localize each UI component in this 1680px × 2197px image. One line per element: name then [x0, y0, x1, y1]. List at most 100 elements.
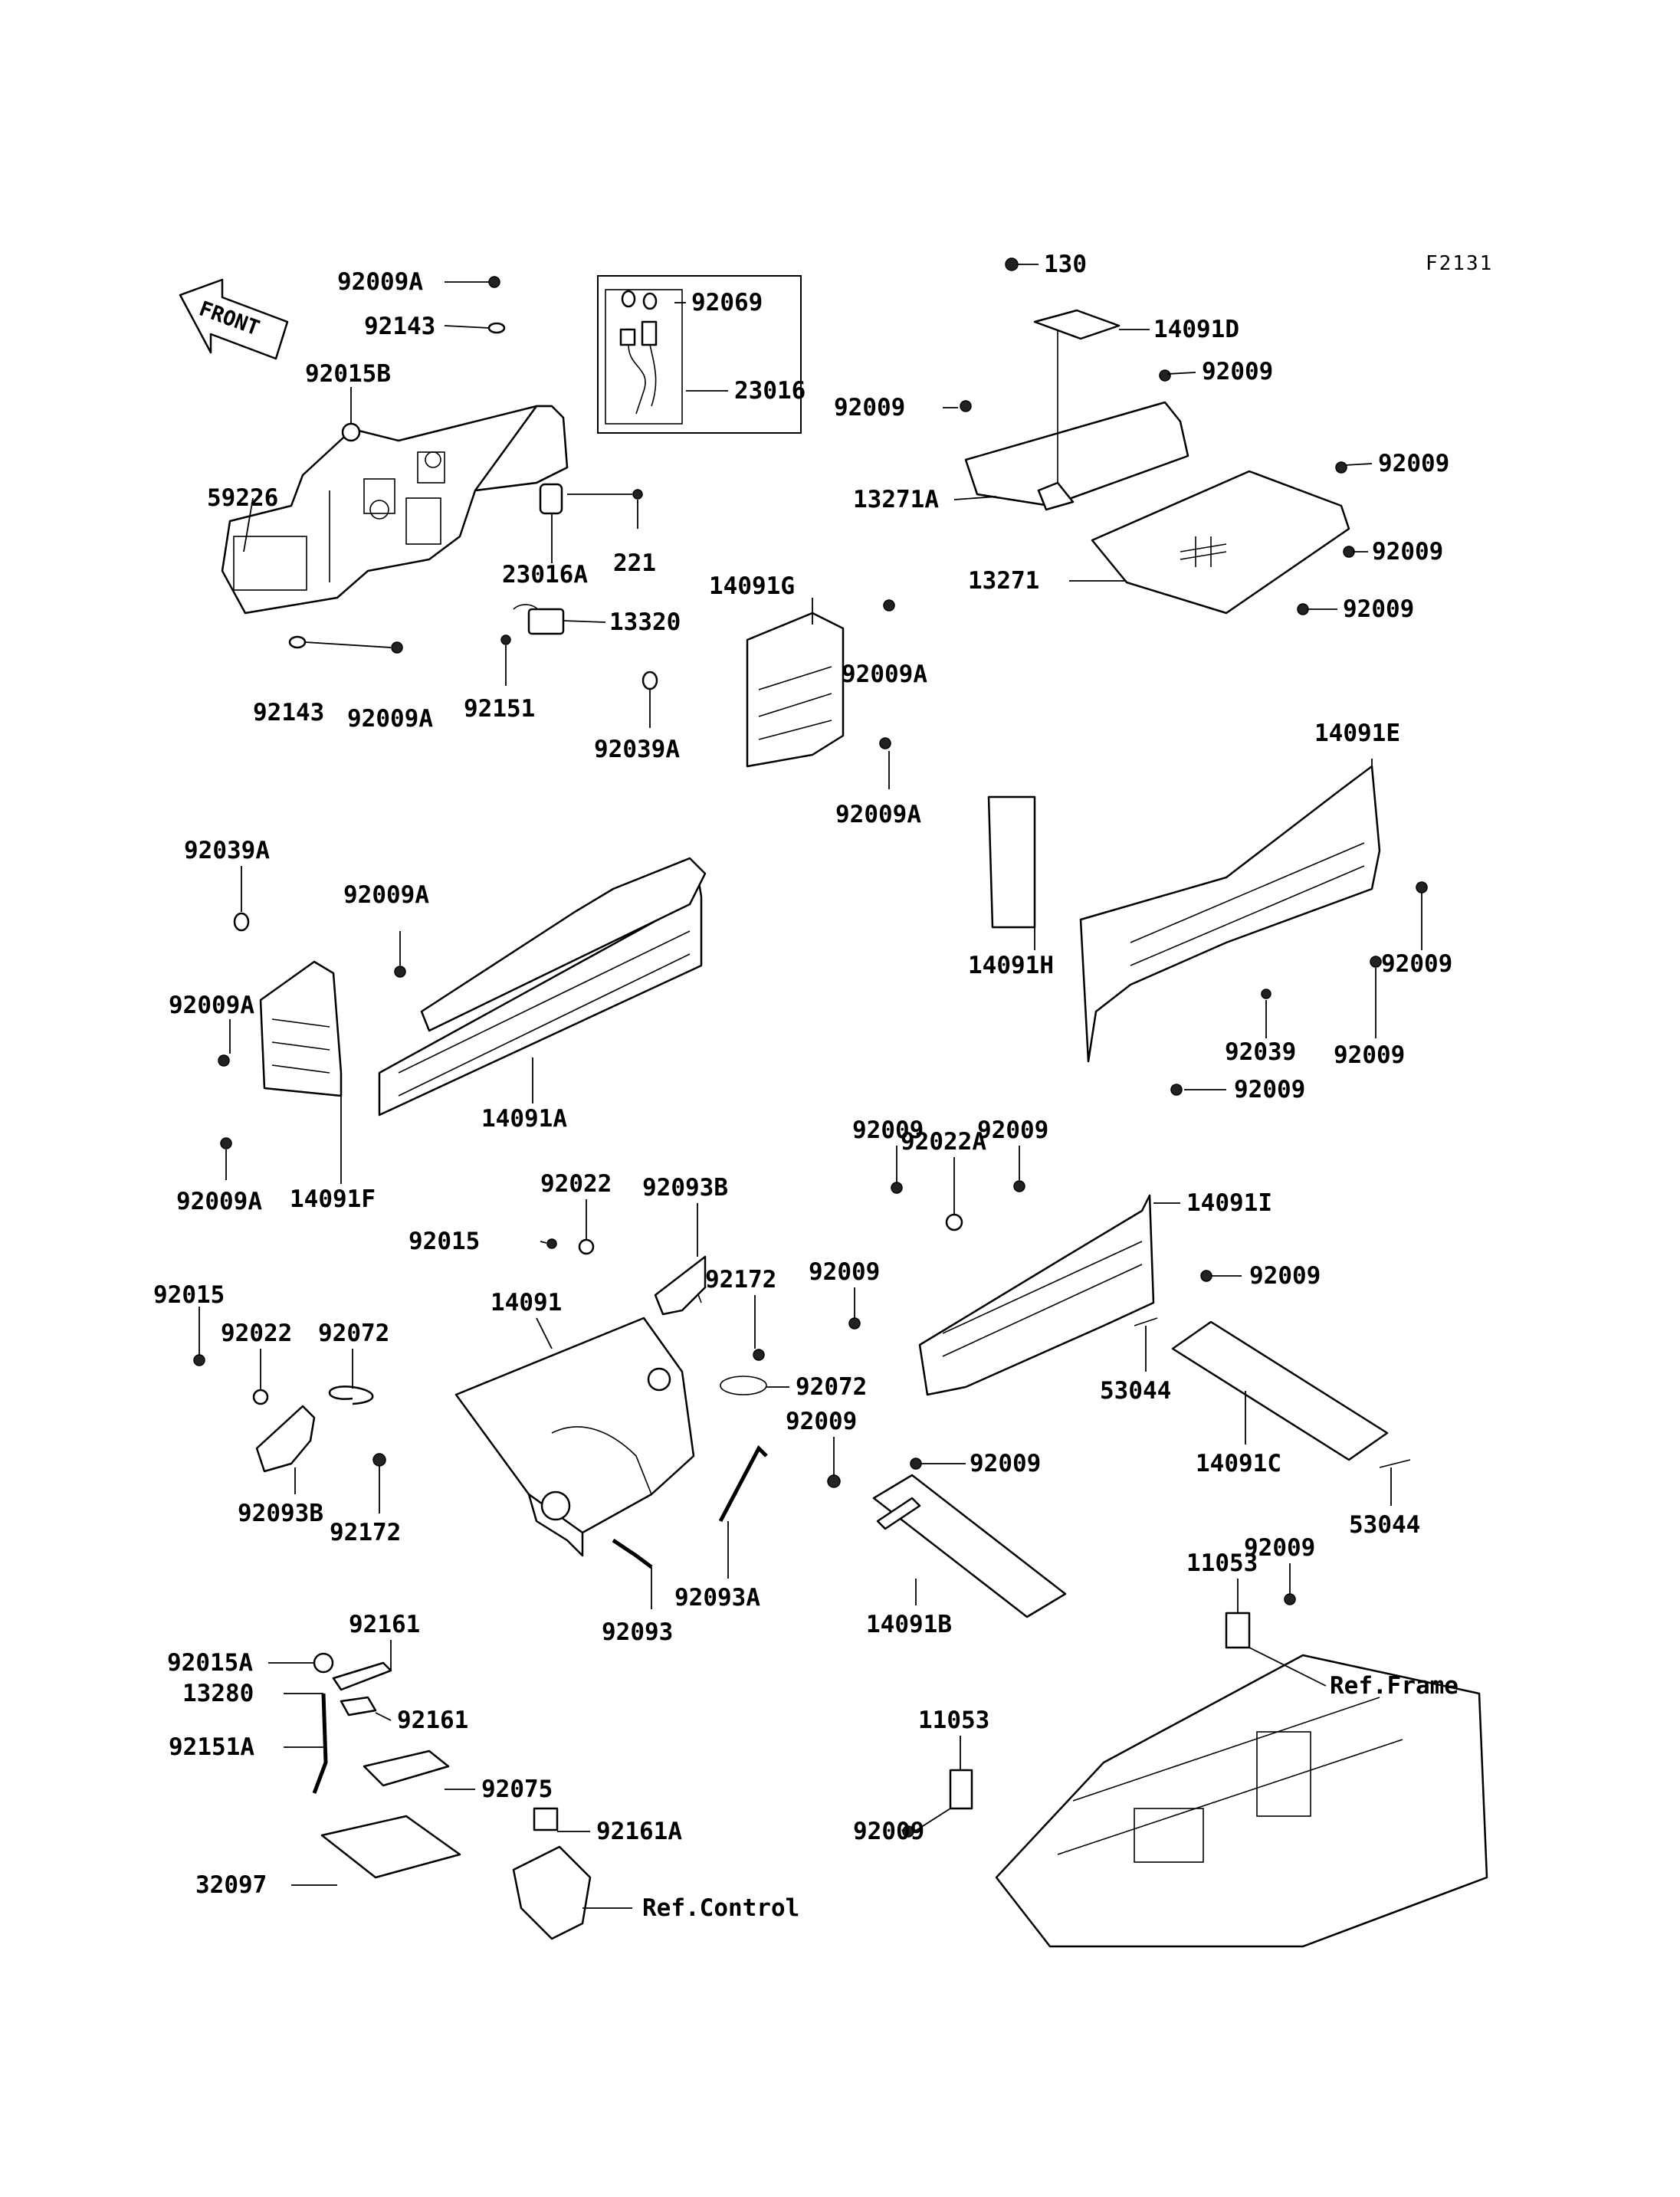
part-label: 92009 [1244, 1534, 1315, 1562]
part-label: 92009 [809, 1258, 880, 1286]
ramp-14091b [872, 1458, 1067, 1618]
battery-area [312, 1652, 592, 1940]
part-label: 92093 [602, 1618, 673, 1646]
part-label: 92009A [347, 705, 433, 733]
dashboard-panel-59226 [221, 405, 569, 615]
part-label: 92009 [834, 394, 905, 421]
part-label: 13271 [968, 567, 1039, 595]
part-label: 92039A [184, 837, 270, 864]
fasteners-top-left [288, 276, 506, 654]
part-label: 92143 [364, 313, 435, 340]
part-label: Ref.Frame [1330, 1672, 1459, 1700]
part-label: 92009A [337, 268, 423, 296]
part-label: 92161 [397, 1707, 468, 1734]
leader-lines [199, 264, 1422, 1909]
frame-assembly [902, 1593, 1488, 1948]
part-label: 92093B [642, 1174, 728, 1202]
part-label: 14091B [866, 1611, 952, 1638]
part-label: 92009 [1202, 358, 1273, 385]
part-label: 130 [1044, 251, 1087, 278]
part-label: 92151A [169, 1733, 254, 1761]
part-label: 13280 [182, 1680, 254, 1707]
left-small-parts [193, 1354, 386, 1473]
part-label: 53044 [1100, 1377, 1171, 1405]
connector-23016a [539, 483, 643, 515]
part-label: 92009A [176, 1188, 262, 1215]
part-label: 92022A [901, 1128, 986, 1156]
part-label: 92009 [853, 1818, 924, 1845]
side-panel-14091e [987, 765, 1428, 1096]
front-arrow-icon: FRONT [179, 278, 289, 360]
center-tub-14091 [454, 1238, 841, 1557]
part-label: 92009 [1381, 950, 1452, 978]
part-label: 92093B [238, 1500, 323, 1527]
part-label: Ref.Control [642, 1894, 799, 1922]
part-label: 92009 [1234, 1076, 1305, 1103]
part-label: 92022 [221, 1320, 292, 1347]
part-label: 11053 [1186, 1549, 1258, 1577]
part-label: 92009 [1334, 1041, 1405, 1069]
part-label: 14091A [481, 1105, 567, 1133]
switch-13320 [500, 604, 565, 645]
part-label: 23016A [502, 561, 588, 589]
part-label: 92069 [691, 289, 763, 316]
part-label: 92039 [1225, 1038, 1296, 1066]
part-labels: F2131 92009A 92143 92015B 59226 92143 92… [153, 251, 1493, 1922]
part-label: 92075 [481, 1776, 553, 1803]
part-label: 92172 [330, 1519, 401, 1546]
part-label: 92015 [409, 1228, 480, 1255]
part-label: 14091D [1153, 316, 1239, 343]
part-label: 59226 [207, 484, 278, 512]
support-rods-92093 [612, 1444, 768, 1569]
part-label: 92039A [594, 736, 680, 763]
part-label: 14091F [290, 1185, 376, 1213]
part-label: 92009 [970, 1450, 1041, 1477]
bracket-panel-14091f [218, 960, 343, 1149]
part-label: 92009 [1372, 538, 1443, 566]
part-label: 92009 [977, 1117, 1048, 1144]
part-label: 92172 [705, 1266, 776, 1294]
part-label: 92015 [153, 1281, 225, 1309]
part-label: 92022 [540, 1170, 612, 1198]
part-label: 92009A [835, 801, 921, 828]
part-label: 92161A [596, 1818, 682, 1845]
part-label: 92143 [253, 699, 324, 726]
part-label: 92009 [1378, 450, 1449, 477]
part-label: 14091E [1314, 720, 1400, 747]
part-label: 11053 [918, 1707, 989, 1734]
part-label: 14091C [1196, 1450, 1281, 1477]
part-label: 92009 [1249, 1262, 1321, 1290]
panel-14091i [848, 1180, 1155, 1396]
part-label: 92015B [305, 360, 391, 388]
part-label: 92072 [318, 1320, 389, 1347]
harness-inset-23016 [597, 275, 802, 434]
part-label: 92009 [786, 1408, 857, 1435]
part-label: 13320 [609, 608, 681, 636]
floor-plates-13271 [960, 257, 1355, 615]
part-label: 92151 [464, 695, 535, 723]
side-panel-14091a [233, 857, 707, 1117]
part-label: 13271A [853, 486, 939, 513]
part-label: 92072 [796, 1373, 867, 1401]
figure-code: F2131 [1426, 252, 1493, 275]
part-label: 92009A [169, 992, 254, 1019]
part-label: 14091H [968, 952, 1054, 979]
part-label: 53044 [1349, 1511, 1420, 1539]
part-label: 92009A [842, 661, 927, 688]
part-label: 92009 [852, 1117, 924, 1144]
part-label: 92015A [167, 1649, 253, 1677]
part-label: 32097 [195, 1871, 267, 1899]
part-label: 23016 [734, 377, 806, 405]
part-label: 92009A [343, 881, 429, 909]
part-label: 221 [613, 549, 656, 577]
bracket-92093b-top [654, 1255, 707, 1316]
part-label: 14091I [1186, 1189, 1272, 1217]
part-label: 92009 [1343, 595, 1414, 623]
part-label: 92161 [349, 1611, 420, 1638]
part-label: 14091G [709, 572, 795, 600]
part-label: 14091 [491, 1289, 562, 1317]
part-label: 92093A [674, 1584, 760, 1612]
floor-plate-14091c [1134, 1270, 1411, 1468]
